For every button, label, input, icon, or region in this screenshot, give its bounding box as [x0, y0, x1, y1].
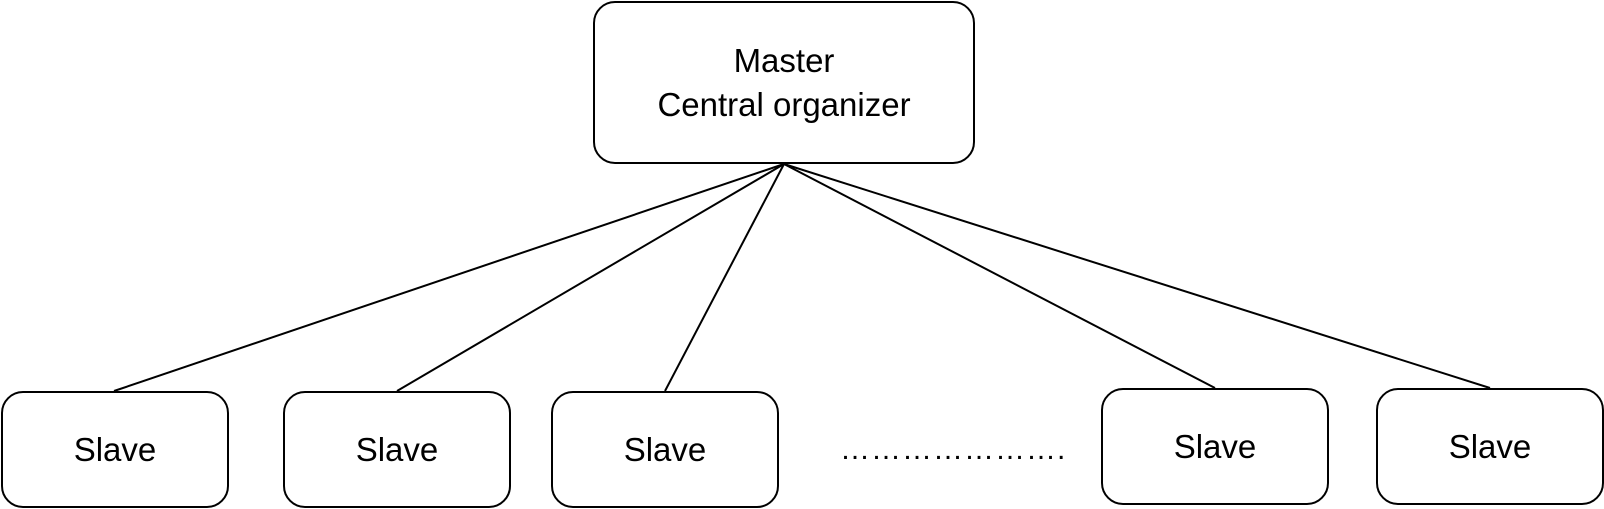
slave-node: Slave — [283, 391, 511, 508]
slave-label: Slave — [73, 430, 157, 468]
slave-node: Slave — [1101, 388, 1329, 505]
master-title: Master — [733, 41, 835, 79]
connector-master-slave-4 — [783, 163, 1216, 389]
slave-label: Slave — [1173, 427, 1257, 465]
slave-label: Slave — [1448, 427, 1532, 465]
slave-label: Slave — [355, 430, 439, 468]
master-node: Master Central organizer — [593, 1, 975, 164]
connector-master-slave-3 — [664, 163, 785, 392]
master-subtitle: Central organizer — [657, 85, 911, 123]
slave-node: Slave — [1, 391, 229, 508]
connector-master-slave-1 — [113, 163, 785, 392]
connector-master-slave-5 — [783, 163, 1491, 389]
slave-node: Slave — [1376, 388, 1604, 505]
connector-master-slave-2 — [396, 163, 785, 392]
slave-label: Slave — [623, 430, 707, 468]
slave-node: Slave — [551, 391, 779, 508]
ellipsis-more-slaves: …………………. — [840, 433, 1067, 466]
